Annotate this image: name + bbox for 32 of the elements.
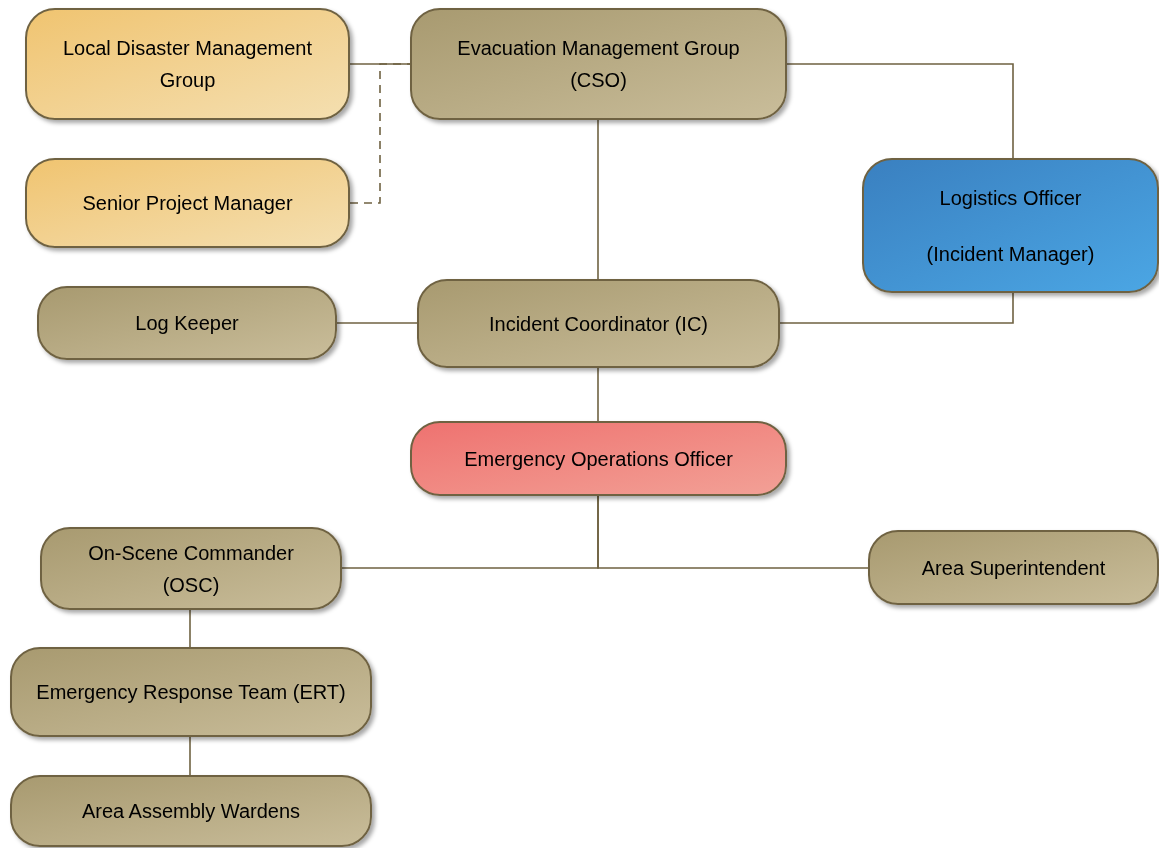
role-box — [37, 286, 337, 360]
role-label: Area Superintendent — [921, 555, 1106, 581]
role-label: On-Scene Commander (OSC) — [87, 540, 295, 598]
role-box — [25, 8, 350, 120]
role-label: Local Disaster Management Group — [62, 36, 313, 93]
role-box — [10, 647, 372, 737]
role-label: Evacuation Management Group (CSO) — [456, 36, 741, 93]
role-box — [25, 158, 350, 248]
connector-line — [786, 63, 1014, 159]
role-box — [417, 279, 780, 368]
role-box — [868, 530, 1159, 605]
role-label: Incident Coordinator (IC) — [489, 311, 708, 337]
role-box — [410, 8, 787, 120]
role-label: Emergency Response Team (ERT) — [36, 680, 346, 705]
role-box — [410, 421, 787, 496]
connector-line — [189, 736, 191, 776]
role-label: Emergency Operations Officer — [464, 446, 733, 472]
dashed-connector — [349, 63, 411, 204]
role-box — [10, 775, 372, 847]
role-label: Log Keeper — [135, 311, 239, 336]
connector-line — [336, 322, 418, 324]
role-label: Senior Project Manager — [82, 191, 293, 216]
connector-line — [779, 292, 1014, 324]
role-label: Logistics Officer — [939, 185, 1082, 211]
connector-line — [189, 609, 191, 648]
connector-line — [597, 495, 869, 569]
role-box — [862, 158, 1159, 293]
role-label: (Incident Manager) — [926, 241, 1095, 267]
connector-line — [597, 119, 599, 280]
role-box — [40, 527, 342, 610]
connector-line — [597, 367, 599, 422]
role-label: Area Assembly Wardens — [81, 799, 301, 824]
